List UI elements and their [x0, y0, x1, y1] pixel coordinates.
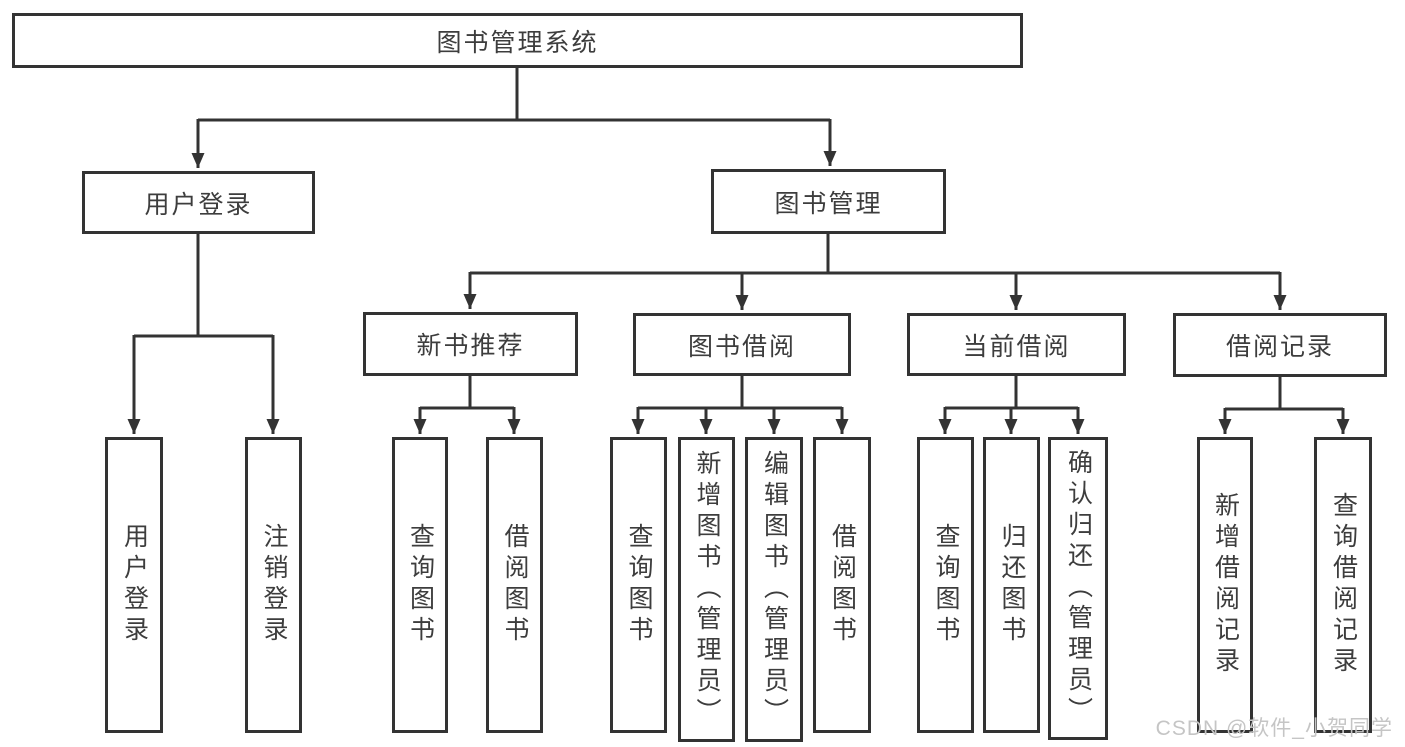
node-book-management: 图书管理	[711, 169, 946, 234]
leaf-cb-confirm-return-admin: 确认归还（管理员）	[1048, 437, 1108, 740]
leaf-bb-edit-book-admin: 编辑图书（管理员）	[745, 437, 803, 742]
leaf-bb-query-books: 查询图书	[610, 437, 667, 733]
node-root: 图书管理系统	[12, 13, 1023, 68]
leaf-br-add-record: 新增借阅记录	[1197, 437, 1253, 733]
node-user-login-label: 用户登录	[144, 190, 253, 219]
leaf-logout: 注销登录	[245, 437, 302, 733]
leaf-cb-return-book-label: 归还图书	[998, 523, 1026, 647]
node-current-borrow: 当前借阅	[907, 313, 1126, 376]
leaf-bb-borrow-books: 借阅图书	[813, 437, 871, 733]
node-book-borrow: 图书借阅	[633, 313, 851, 376]
leaf-nb-query-books-label: 查询图书	[406, 523, 435, 647]
leaf-user-login-label: 用户登录	[120, 523, 149, 647]
leaf-user-login: 用户登录	[105, 437, 163, 733]
leaf-bb-add-book-admin: 新增图书（管理员）	[678, 437, 735, 742]
leaf-nb-query-books: 查询图书	[392, 437, 448, 733]
leaf-cb-query-books: 查询图书	[917, 437, 974, 733]
node-book-borrow-label: 图书借阅	[687, 332, 796, 361]
leaf-cb-confirm-return-admin-label: 确认归还（管理员）	[1064, 449, 1093, 728]
node-new-book-recommend-label: 新书推荐	[416, 332, 525, 360]
node-new-book-recommend: 新书推荐	[363, 312, 578, 376]
leaf-cb-return-book: 归还图书	[983, 437, 1040, 733]
node-book-management-label: 图书管理	[774, 189, 883, 218]
leaf-bb-borrow-books-label: 借阅图书	[828, 523, 857, 647]
node-borrow-records: 借阅记录	[1173, 313, 1387, 377]
node-root-label: 图书管理系统	[436, 28, 599, 57]
leaf-nb-borrow-books-label: 借阅图书	[501, 523, 529, 647]
leaf-br-query-record-label: 查询借阅记录	[1329, 492, 1358, 678]
watermark: CSDN @软件_小贺同学	[1155, 717, 1393, 740]
leaf-bb-edit-book-admin-label: 编辑图书（管理员）	[760, 450, 789, 729]
leaf-br-query-record: 查询借阅记录	[1314, 437, 1372, 733]
node-current-borrow-label: 当前借阅	[962, 332, 1071, 361]
leaf-br-add-record-label: 新增借阅记录	[1211, 492, 1240, 678]
leaf-logout-label: 注销登录	[260, 523, 288, 647]
node-user-login: 用户登录	[82, 171, 315, 234]
leaf-cb-query-books-label: 查询图书	[932, 523, 960, 647]
leaf-bb-query-books-label: 查询图书	[625, 523, 653, 647]
leaf-nb-borrow-books: 借阅图书	[486, 437, 543, 733]
leaf-bb-add-book-admin-label: 新增图书（管理员）	[693, 450, 721, 729]
node-borrow-records-label: 借阅记录	[1225, 333, 1334, 361]
